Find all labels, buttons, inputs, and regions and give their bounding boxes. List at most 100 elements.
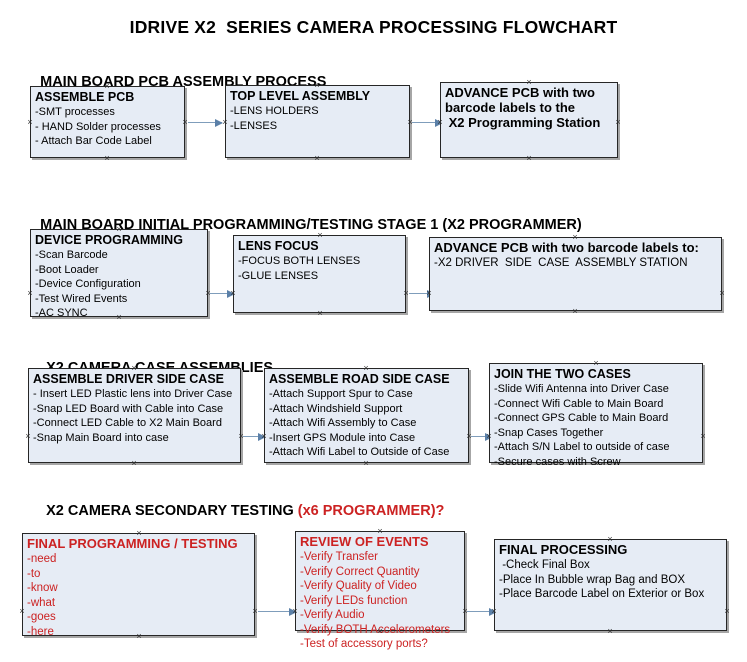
node-line: -Snap LED Board with Cable into Case <box>33 402 224 415</box>
resize-handle-left[interactable] <box>292 608 299 615</box>
resize-handle-bottom[interactable] <box>572 308 579 315</box>
resize-handle-bottom[interactable] <box>131 460 138 467</box>
node-title: TOP LEVEL ASSEMBLY <box>230 89 371 103</box>
node-title: ASSEMBLE PCB <box>35 90 135 104</box>
node-line: X2 Programming Station <box>445 115 601 130</box>
resize-handle-top[interactable] <box>363 365 370 372</box>
resize-handle-left[interactable] <box>426 290 433 297</box>
node-line: -Verify LEDs function <box>300 594 408 607</box>
resize-handle-left[interactable] <box>230 290 237 297</box>
resize-handle-bottom[interactable] <box>593 460 600 467</box>
node-assemble-driver-side-case[interactable]: ASSEMBLE DRIVER SIDE CASE - Insert LED P… <box>28 368 241 463</box>
node-title: ASSEMBLE ROAD SIDE CASE <box>269 372 450 386</box>
resize-handle-left[interactable] <box>27 119 34 126</box>
resize-handle-bottom[interactable] <box>314 155 321 162</box>
node-line: -Verify BOTH Accelerometers <box>300 623 451 636</box>
node-line: -what <box>27 596 56 609</box>
node-join-the-two-cases[interactable]: JOIN THE TWO CASES -Slide Wifi Antenna i… <box>489 363 703 468</box>
resize-handle-right[interactable] <box>724 608 731 615</box>
node-line: -Slide Wifi Antenna into Driver Case <box>494 383 669 395</box>
resize-handle-right[interactable] <box>615 119 622 126</box>
node-line: -Verify Quality of Video <box>300 580 417 592</box>
node-line: -need <box>27 553 57 565</box>
node-title: JOIN THE TWO CASES <box>494 367 631 381</box>
node-line: -Boot Loader <box>35 263 99 276</box>
node-assemble-road-side-case[interactable]: ASSEMBLE ROAD SIDE CASE -Attach Support … <box>264 368 469 463</box>
resize-handle-top[interactable] <box>314 82 321 89</box>
section-heading-x2-camera-secondary-testing: X2 CAMERA SECONDARY TESTING (x6 PROGRAMM… <box>30 487 444 535</box>
node-line: -Place Barcode Label on Exterior or Box <box>499 588 705 600</box>
node-line: -Connect Wifi Cable to Main Board <box>494 397 664 410</box>
node-title: ASSEMBLE DRIVER SIDE CASE <box>33 372 225 386</box>
node-line: -goes <box>27 611 56 623</box>
resize-handle-right[interactable] <box>700 433 707 440</box>
node-title: ADVANCE PCB with two <box>445 85 595 100</box>
connector-arrow <box>258 607 297 616</box>
node-device-programming[interactable]: DEVICE PROGRAMMING -Scan Barcode -Boot L… <box>30 229 208 319</box>
node-line: -Scan Barcode <box>35 249 108 261</box>
node-advance-pcb-to-driver-side-case[interactable]: ADVANCE PCB with two barcode labels to: … <box>429 237 722 311</box>
node-title: REVIEW OF EVENTS <box>300 534 429 549</box>
resize-handle-bottom[interactable] <box>317 310 324 317</box>
node-line: -know <box>27 582 58 594</box>
resize-handle-left[interactable] <box>19 608 26 615</box>
resize-handle-top[interactable] <box>116 226 123 233</box>
node-line: -here <box>27 625 54 638</box>
resize-handle-bottom[interactable] <box>116 314 123 321</box>
node-line: -Connect GPS Cable to Main Board <box>494 412 669 424</box>
node-title: FINAL PROCESSING <box>499 542 628 557</box>
resize-handle-top[interactable] <box>317 232 324 239</box>
node-final-processing[interactable]: FINAL PROCESSING -Check Final Box -Place… <box>494 539 727 631</box>
node-line: -Attach S/N Label to outside of case <box>494 441 670 453</box>
resize-handle-top[interactable] <box>131 365 138 372</box>
resize-handle-bottom[interactable] <box>136 633 143 640</box>
resize-handle-bottom[interactable] <box>363 460 370 467</box>
resize-handle-left[interactable] <box>261 433 268 440</box>
resize-handle-top[interactable] <box>136 530 143 537</box>
resize-handle-right[interactable] <box>719 290 726 297</box>
node-lens-focus[interactable]: LENS FOCUS -FOCUS BOTH LENSES -GLUE LENS… <box>233 235 406 313</box>
node-line: -Test Wired Events <box>35 292 128 305</box>
node-line: -X2 DRIVER SIDE CASE ASSEMBLY STATION <box>434 257 688 269</box>
resize-handle-left[interactable] <box>491 608 498 615</box>
node-line: -Verify Audio <box>300 609 365 621</box>
node-review-of-events[interactable]: REVIEW OF EVENTS -Verify Transfer -Verif… <box>295 531 465 650</box>
resize-handle-top[interactable] <box>104 83 111 90</box>
resize-handle-left[interactable] <box>486 433 493 440</box>
resize-handle-top[interactable] <box>593 360 600 367</box>
node-line: - HAND Solder processes <box>35 120 161 133</box>
node-line: -GLUE LENSES <box>238 269 319 282</box>
resize-handle-bottom[interactable] <box>526 155 533 162</box>
section-heading-accent: (x6 PROGRAMMER)? <box>297 503 445 519</box>
node-assemble-pcb[interactable]: ASSEMBLE PCB -SMT processes - HAND Solde… <box>30 86 185 158</box>
node-line: -Verify Transfer <box>300 551 378 563</box>
node-top-level-assembly[interactable]: TOP LEVEL ASSEMBLY -LENS HOLDERS -LENSES <box>225 85 410 158</box>
resize-handle-bottom[interactable] <box>104 155 111 162</box>
resize-handle-top[interactable] <box>526 79 533 86</box>
resize-handle-bottom[interactable] <box>607 628 614 635</box>
resize-handle-left[interactable] <box>222 119 229 126</box>
resize-handle-left[interactable] <box>25 433 32 440</box>
resize-handle-top[interactable] <box>607 536 614 543</box>
node-title: LENS FOCUS <box>238 239 319 253</box>
node-line: -AC SYNC <box>35 307 88 319</box>
resize-handle-top[interactable] <box>572 234 579 241</box>
node-title: FINAL PROGRAMMING / TESTING <box>27 536 238 551</box>
node-title: ADVANCE PCB with two barcode labels to: <box>434 240 699 255</box>
node-advance-pcb-to-programming-station[interactable]: ADVANCE PCB with two barcode labels to t… <box>440 82 618 158</box>
resize-handle-top[interactable] <box>377 528 384 535</box>
node-line: -Place In Bubble wrap Bag and BOX <box>499 573 686 586</box>
node-line: - Insert LED Plastic lens into Driver Ca… <box>33 388 233 400</box>
node-line: -Attach Wifi Assembly to Case <box>269 417 417 429</box>
node-line: -Snap Cases Together <box>494 426 604 439</box>
node-line: -FOCUS BOTH LENSES <box>238 255 361 267</box>
node-final-programming-testing[interactable]: FINAL PROGRAMMING / TESTING -need -to -k… <box>22 533 255 638</box>
node-line: -to <box>27 567 41 580</box>
node-line: -Device Configuration <box>35 278 141 290</box>
resize-handle-bottom[interactable] <box>377 628 384 635</box>
resize-handle-left[interactable] <box>27 290 34 297</box>
node-line: -Check Final Box <box>499 559 590 571</box>
node-line: -Attach Support Spur to Case <box>269 388 413 400</box>
resize-handle-left[interactable] <box>437 119 444 126</box>
